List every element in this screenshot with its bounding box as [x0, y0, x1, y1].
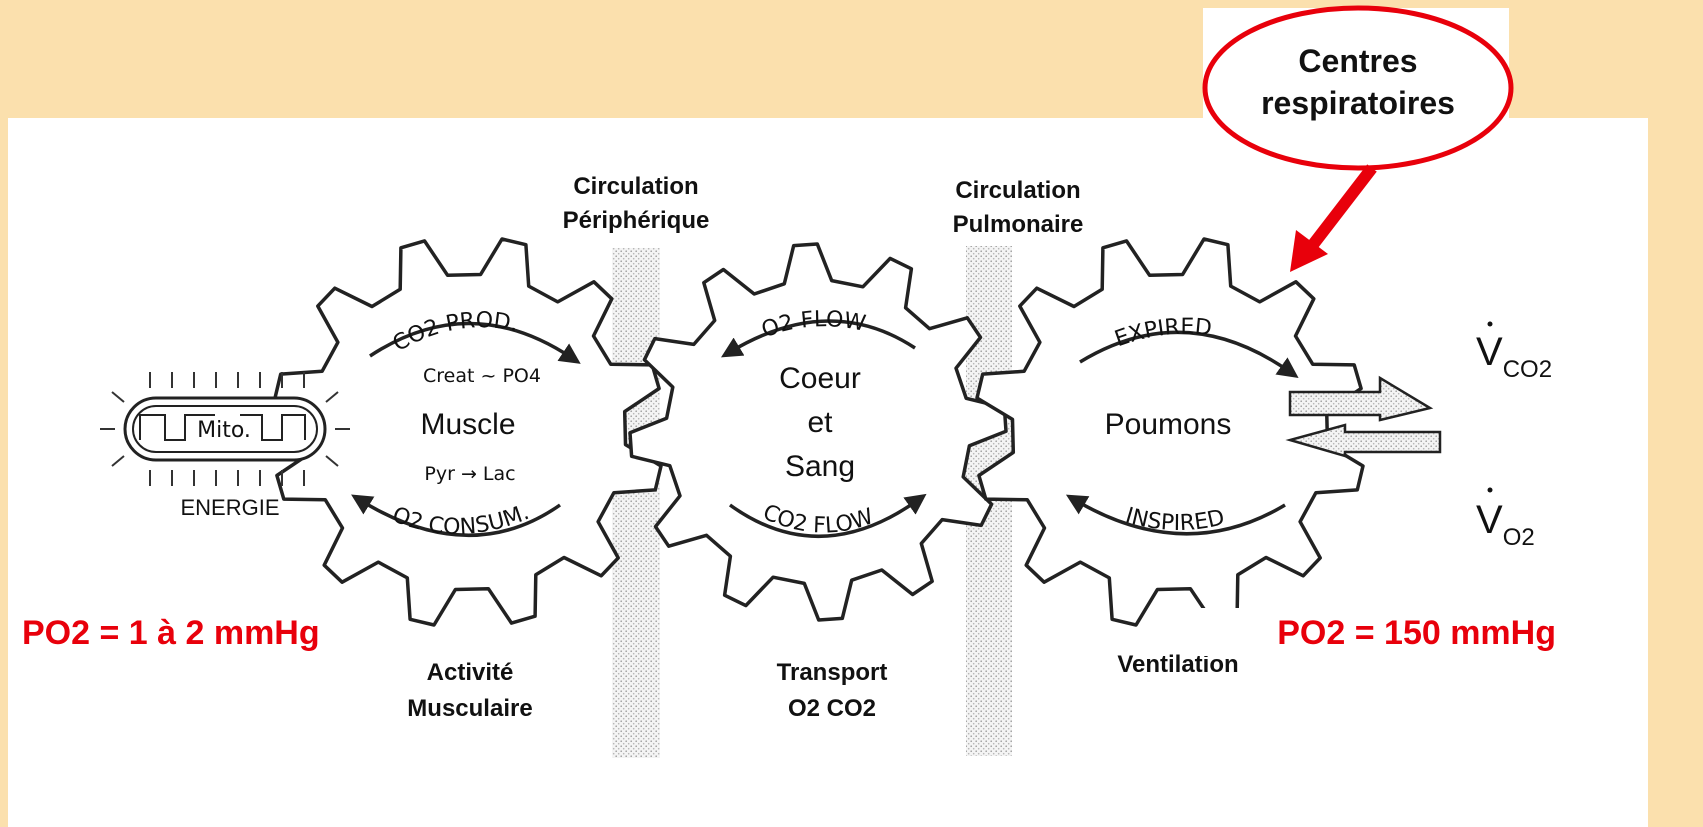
muscle-title: Muscle — [420, 408, 515, 441]
sang-label: Sang — [785, 450, 855, 483]
circulation-pulmonaire-line2: Pulmonaire — [953, 211, 1084, 238]
po2-left-label: PO2 = 1 à 2 mmHg — [22, 614, 320, 652]
peripheral-circulation-band — [612, 248, 660, 758]
o2-co2-label: O2 CO2 — [788, 695, 876, 722]
energie-label: ENERGIE — [180, 495, 279, 520]
po2-right-label: PO2 = 150 mmHg — [1277, 614, 1556, 652]
et-label: et — [807, 406, 833, 439]
callout-line2: respiratoires — [1261, 85, 1455, 121]
mito-label: Mito. — [197, 418, 251, 443]
circulation-pulmonaire-line1: Circulation — [955, 177, 1080, 204]
activite-label: Activité — [427, 659, 514, 686]
creat-po4-label: Creat ~ PO4 — [423, 365, 541, 387]
poumons-title: Poumons — [1105, 408, 1232, 441]
callout-line1: Centres — [1298, 43, 1417, 79]
pyr-lac-label: Pyr → Lac — [424, 463, 515, 485]
circulation-peripherique-line1: Circulation — [573, 173, 698, 200]
vo2-subscript: O2 — [1503, 524, 1535, 551]
musculaire-label: Musculaire — [407, 695, 532, 722]
circulation-peripherique-line2: Périphérique — [563, 207, 710, 234]
vco2-subscript: CO2 — [1503, 356, 1552, 383]
transport-label: Transport — [777, 659, 888, 686]
coeur-label: Coeur — [779, 362, 861, 395]
